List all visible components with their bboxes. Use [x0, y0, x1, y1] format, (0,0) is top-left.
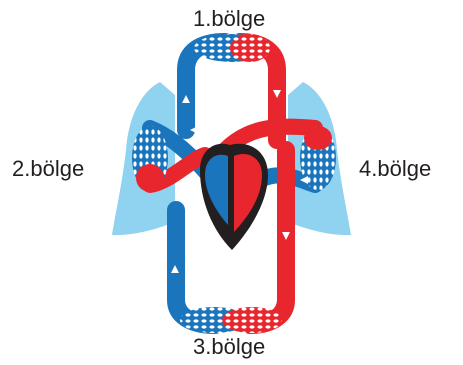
- region-3-capillaries: [180, 307, 282, 333]
- region-1-capillaries: [194, 34, 270, 62]
- heart: [200, 144, 268, 250]
- region-2-capillaries: [132, 126, 168, 192]
